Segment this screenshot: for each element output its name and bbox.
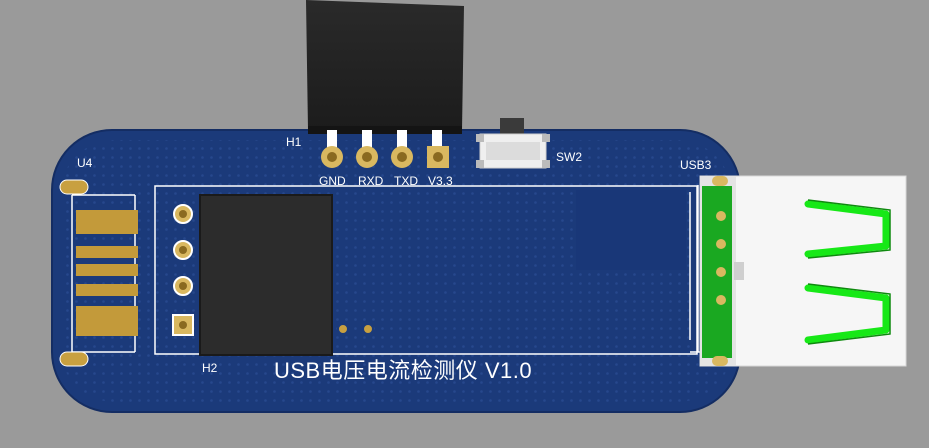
board-title: USB电压电流检测仪 V1.0 (274, 358, 533, 383)
h1-label: H1 (286, 135, 302, 149)
via-pad (362, 323, 374, 335)
display-outline (154, 185, 698, 355)
usb3-pins (712, 176, 728, 366)
pin-label-v33: V3.3 (428, 174, 453, 188)
copper-pour (576, 190, 686, 270)
h2-pins (172, 204, 194, 336)
usb3-tab (734, 262, 744, 280)
h1-header-body (306, 0, 464, 130)
usb-edge-fingers (76, 210, 138, 336)
usb3-contacts (804, 200, 890, 344)
usb3-contacts-outline (807, 199, 891, 345)
u4-pad-top (59, 179, 89, 195)
pin-label-txd: TXD (394, 174, 418, 188)
usb3-label: USB3 (680, 158, 712, 172)
h1-pins (321, 130, 449, 168)
h2-label: H2 (202, 361, 218, 375)
sw2-label: SW2 (556, 150, 583, 164)
sw2-switch (476, 118, 550, 169)
h2-module-block (199, 194, 333, 356)
u4-label: U4 (77, 156, 93, 170)
u4-pad-bottom (59, 351, 89, 367)
pin-label-rxd: RXD (358, 174, 384, 188)
h1-header-base (308, 126, 462, 134)
via-pad (337, 323, 349, 335)
pin-label-gnd: GND (319, 174, 346, 188)
u4-outline (71, 194, 136, 353)
